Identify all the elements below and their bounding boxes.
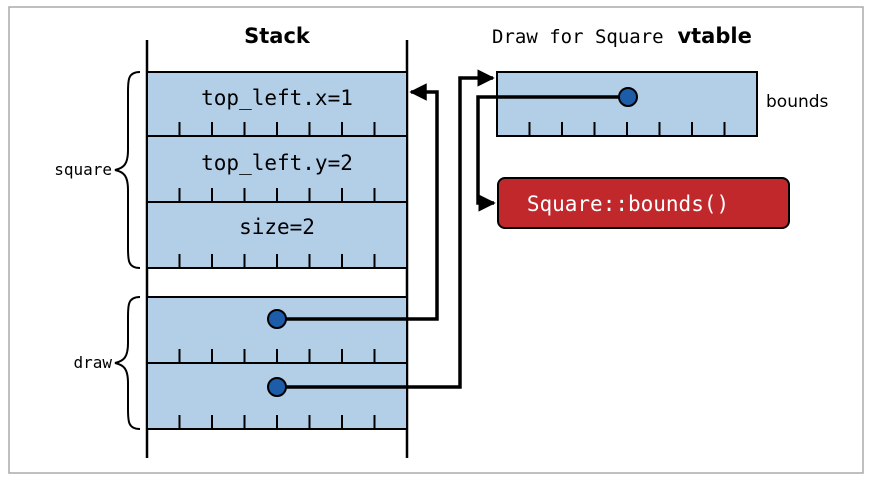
draw-brace	[114, 296, 141, 430]
stack-cell-data-pointer	[146, 296, 408, 364]
figure-frame	[8, 6, 864, 474]
stack-cell-top-left-x: top_left.x=1	[146, 71, 408, 137]
data-pointer-arrow	[277, 83, 439, 321]
stack-title: Stack	[244, 24, 311, 48]
stack-cell-label: size=2	[239, 215, 315, 239]
draw-group-label: draw	[73, 353, 112, 372]
stack-cell-top-left-y: top_left.y=2	[146, 135, 408, 203]
stack-cell-size: size=2	[146, 201, 408, 269]
square-group-label: square	[54, 160, 112, 179]
bounds-function-arrow	[476, 95, 628, 212]
square-brace	[114, 71, 141, 269]
stack-cell-label: top_left.x=1	[201, 86, 353, 110]
vtable-pointer-arrow	[277, 69, 495, 389]
data-pointer-dot	[267, 309, 287, 329]
bounds-pointer-dot	[618, 87, 638, 107]
vtable-pointer-dot	[267, 377, 287, 397]
vtable-title-prefix: Draw for Square	[492, 26, 664, 48]
method-label: Square::bounds()	[527, 192, 729, 216]
vtable-title: Draw for Square vtable	[492, 24, 752, 48]
vtable-title-suffix: vtable	[677, 24, 751, 48]
stack-cell-label: top_left.y=2	[201, 151, 353, 175]
vtable-slot-label: bounds	[766, 92, 829, 112]
method-box	[497, 177, 790, 229]
